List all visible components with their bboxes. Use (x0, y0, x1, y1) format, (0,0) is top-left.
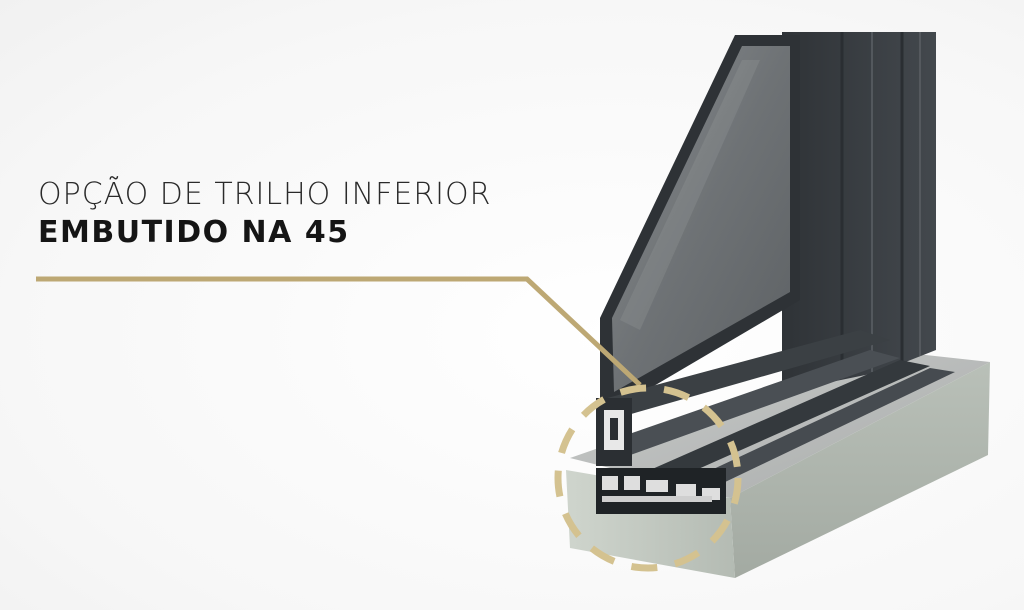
callout-leader-line (36, 276, 642, 387)
callout-headline: OPÇÃO DE TRILHO INFERIOR EMBUTIDO NA 45 (38, 176, 491, 252)
concrete-slab-side (730, 362, 990, 578)
profile-chamber (602, 496, 712, 502)
profile-chamber (624, 476, 640, 490)
detail-highlight-circle (554, 384, 742, 572)
bottom-track (600, 330, 890, 420)
headline-line-1: OPÇÃO DE TRILHO INFERIOR (38, 177, 492, 212)
headline-line-2: EMBUTIDO NA 45 (38, 215, 350, 250)
vertical-frame-jamb (782, 32, 936, 392)
profile-chamber (646, 480, 668, 492)
glass-pane (612, 46, 790, 392)
bottom-track (650, 360, 930, 486)
bottom-track (612, 350, 900, 458)
bottom-track (690, 368, 955, 494)
profile-chamber (610, 418, 618, 440)
profile-chamber (602, 476, 618, 490)
profile-chamber (676, 484, 696, 496)
glass-reflection (620, 60, 760, 330)
